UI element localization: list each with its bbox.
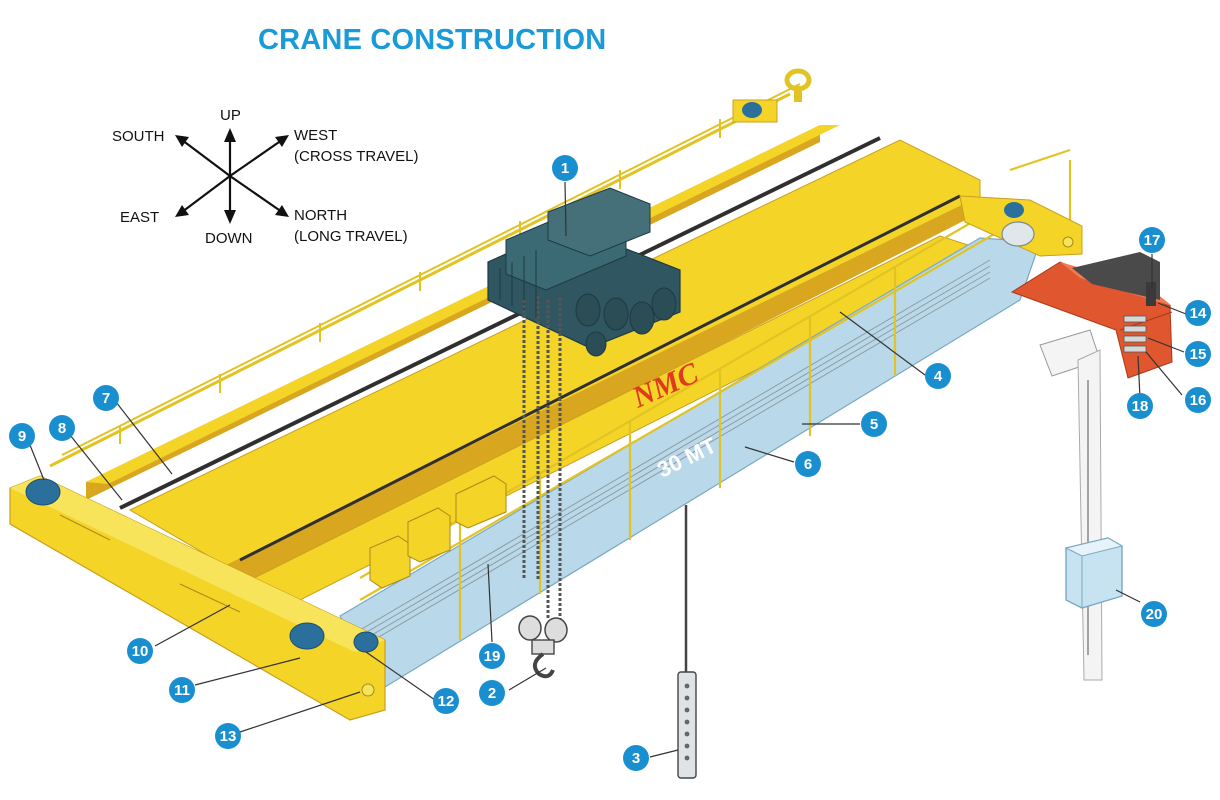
- callout-circle-11: [169, 677, 195, 703]
- callout-number-6: 6: [804, 456, 812, 473]
- east-arrowhead: [175, 205, 189, 217]
- end-carriage-top: [10, 476, 385, 652]
- callout-circle-20: [1141, 601, 1167, 627]
- lifting-eye: [784, 68, 812, 102]
- buffer-right: [1062, 236, 1074, 248]
- callout-number-2: 2: [488, 685, 496, 702]
- handrail-far-top: [61, 83, 801, 456]
- east-arrow: [181, 175, 231, 213]
- callout-number-8: 8: [58, 420, 66, 437]
- callout-circle-13: [215, 723, 241, 749]
- callout-number-18: 18: [1132, 398, 1149, 415]
- direction-label-south: SOUTH: [112, 128, 165, 145]
- callout-number-3: 3: [632, 750, 640, 767]
- callout-circle-19: [479, 643, 505, 669]
- callout-circle-17: [1139, 227, 1165, 253]
- callout-circle-1: [552, 155, 578, 181]
- pendant-control: [677, 505, 697, 779]
- main-girder-side: [220, 196, 985, 590]
- direction-sublabel-west: (CROSS TRAVEL): [294, 148, 418, 165]
- callout-circle-5: [861, 411, 887, 437]
- callout-number-9: 9: [18, 428, 26, 445]
- control-panels: [369, 475, 507, 589]
- page-title: CRANE CONSTRUCTION: [258, 24, 607, 56]
- callout-circle-8: [49, 415, 75, 441]
- callout-number-16: 16: [1190, 392, 1207, 409]
- direction-sublabel-north: (LONG TRAVEL): [294, 228, 408, 245]
- crab-trolley: [487, 187, 681, 357]
- callout-circle-7: [93, 385, 119, 411]
- north-arrowhead: [275, 205, 289, 217]
- direction-label-west: WEST: [294, 127, 337, 144]
- hook-block: [518, 296, 568, 679]
- up-arrowhead: [224, 128, 236, 142]
- wheel-right-rear: [1004, 202, 1024, 218]
- callout-number-15: 15: [1190, 346, 1207, 363]
- trolley-rail-far: [119, 136, 881, 510]
- callout-number-14: 14: [1190, 305, 1207, 322]
- hoist-motor: [575, 287, 677, 357]
- south-arrow: [181, 139, 231, 177]
- north-arrow: [229, 175, 283, 213]
- far-girder-top: [86, 125, 840, 484]
- collector-shoe: [1146, 282, 1156, 306]
- buffer: [361, 683, 375, 697]
- direction-label-east: EAST: [120, 209, 159, 226]
- callout-number-20: 20: [1146, 606, 1163, 623]
- callout-circle-9: [9, 423, 35, 449]
- callout-number-19: 19: [484, 648, 501, 665]
- callout-circle-12: [433, 688, 459, 714]
- callout-circle-2: [479, 680, 505, 706]
- panel-box: [1064, 537, 1124, 609]
- callout-number-5: 5: [870, 416, 878, 433]
- wheel-left-rear: [25, 478, 61, 506]
- motor-right: [1001, 221, 1035, 247]
- west-arrow: [229, 139, 283, 177]
- callout-circle-15: [1185, 341, 1211, 367]
- callout-number-10: 10: [132, 643, 149, 660]
- callout-circle-10: [127, 638, 153, 664]
- direction-label-north: NORTH: [294, 207, 347, 224]
- west-arrowhead: [275, 135, 289, 147]
- wheel-front-right: [353, 631, 379, 653]
- callout-leaders: [29, 181, 1187, 758]
- south-arrowhead: [175, 135, 189, 147]
- callout-number-4: 4: [934, 368, 943, 385]
- direction-label-up: UP: [220, 107, 241, 124]
- callout-circle-16: [1185, 387, 1211, 413]
- wheel-left-front: [289, 622, 325, 650]
- callout-number-12: 12: [438, 693, 455, 710]
- callout-number-1: 1: [561, 160, 569, 177]
- callout-number-7: 7: [102, 390, 110, 407]
- trolley-rail-near: [239, 194, 961, 562]
- walkway-grating: [359, 259, 991, 649]
- direction-compass: [175, 128, 289, 224]
- end-carriage-bolts: [59, 514, 241, 613]
- callout-circle-18: [1127, 393, 1153, 419]
- callout-number-11: 11: [174, 682, 190, 699]
- downshop-leads-bracket: [1010, 252, 1173, 379]
- callout-circle-6: [795, 451, 821, 477]
- direction-label-down: DOWN: [205, 230, 253, 247]
- callout-circle-14: [1185, 300, 1211, 326]
- callout-number-13: 13: [220, 728, 237, 745]
- callout-circle-3: [623, 745, 649, 771]
- callout-number-17: 17: [1144, 232, 1161, 249]
- down-arrowhead: [224, 210, 236, 224]
- callout-circle-4: [925, 363, 951, 389]
- wheel-far-right: [732, 99, 778, 123]
- current-collectors: [1123, 315, 1147, 353]
- runway-column: [1039, 329, 1103, 681]
- collector-arm: [1072, 252, 1160, 300]
